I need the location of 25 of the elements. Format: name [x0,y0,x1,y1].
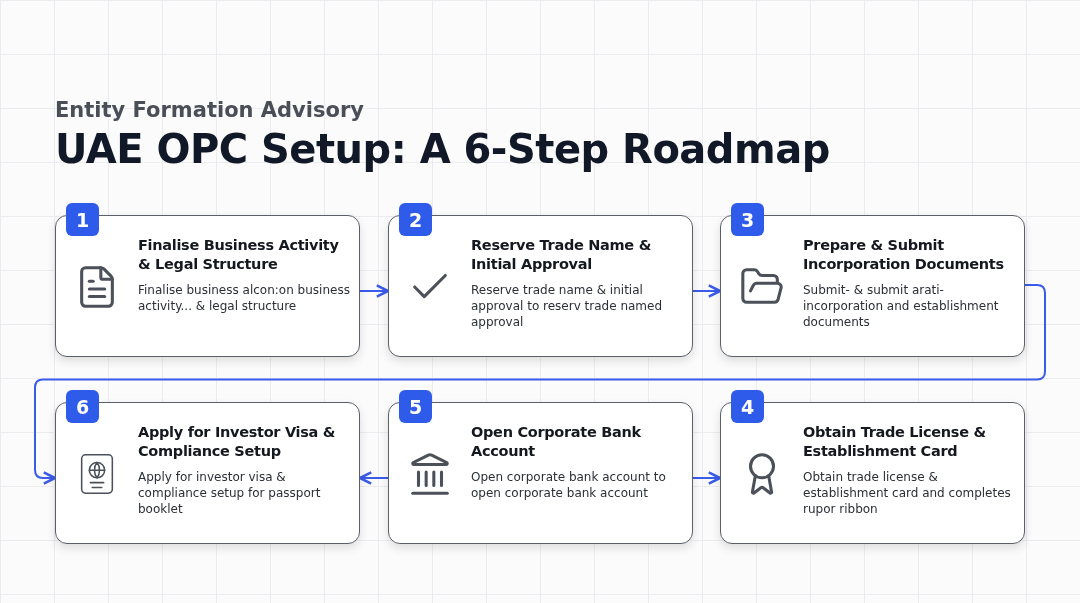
step-description: Submit- & submit arati- incorporation and establishment documents [803,282,1000,330]
step-description: Obtain trade license & establishment card and completes rupor ribbon [803,469,1012,517]
subtitle: Entity Formation Advisory [55,98,364,122]
arrow [358,471,389,485]
arrow [692,471,722,485]
step-number: 3 [731,203,764,236]
step-number: 4 [731,390,764,423]
step-title: Reserve Trade Name & Initial Approval [471,236,652,274]
step-number: 5 [399,390,432,423]
step-description: Apply for investor visa & compliance setup for passport booklet [138,469,322,517]
step-title: Finalise Business Activity & Legal Structure [138,236,340,274]
title: UAE OPC Setup: A 6-Step Roadmap [55,126,830,172]
step-number: 2 [399,203,432,236]
step-title: Obtain Trade License & Establishment Card [803,423,987,461]
arrow [34,284,1046,485]
step-description: Open corporate bank account to open corporate bank account [471,469,667,501]
step-number: 1 [66,203,99,236]
step-description: Reserve trade name & initial approval to reserv trade named approval [471,282,664,330]
step-number: 6 [66,390,99,423]
step-title: Prepare & Submit Incorporation Documents [803,236,1005,274]
arrow [692,284,722,298]
arrow [359,284,390,298]
step-title: Apply for Investor Visa & Compliance Setup [138,423,337,461]
step-description: Finalise business alcon:on business activity... & legal structure [138,282,351,314]
step-title: Open Corporate Bank Account [471,423,642,461]
